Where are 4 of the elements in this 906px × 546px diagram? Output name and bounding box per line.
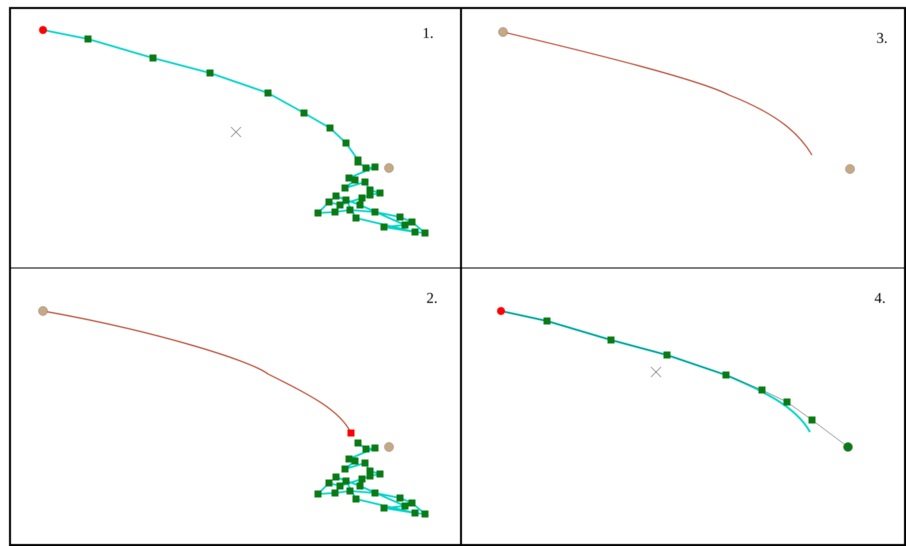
panel-number: 3. [877,32,887,44]
panel-number: 1. [424,28,433,38]
panel-number: 2. [427,292,437,304]
panel-number: 4. [874,292,885,304]
